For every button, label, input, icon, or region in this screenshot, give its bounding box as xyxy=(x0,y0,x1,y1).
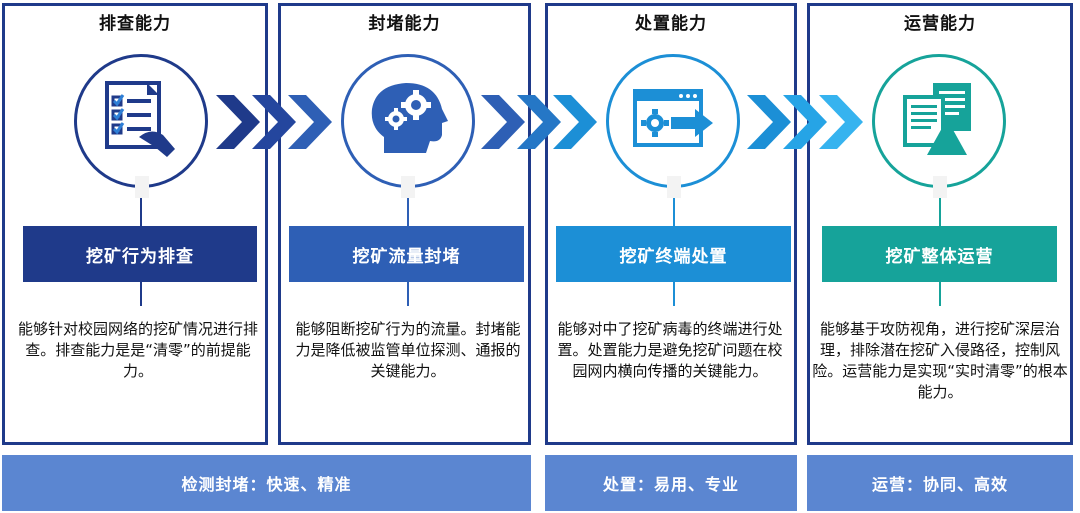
stage-title: 封堵能力 xyxy=(368,14,441,34)
flow-arrow-chevrons xyxy=(216,95,332,149)
stage-title: 运营能力 xyxy=(904,14,976,34)
connector-line xyxy=(407,188,409,226)
connector-line xyxy=(673,188,675,226)
footer-summary-disposal: 处置：易用、专业 xyxy=(545,455,797,511)
stage-icon-circle xyxy=(872,54,1006,188)
checklist-icon xyxy=(105,81,175,157)
footer-summary-detection-blocking: 检测封堵：快速、精准 xyxy=(2,455,531,511)
footer-summary-operation: 运营：协同、高效 xyxy=(807,455,1073,511)
stage-label: 挖矿流量封堵 xyxy=(289,226,524,282)
stage-description: 能够阻断挖矿行为的流量。封堵能力是降低被监管单位探测、通报的关键能力。 xyxy=(295,320,521,380)
connector-line xyxy=(140,188,142,226)
stage-icon-circle xyxy=(74,54,208,188)
browser-gear-icon xyxy=(633,89,713,147)
connector-line xyxy=(673,282,675,306)
circle-tab xyxy=(933,176,947,198)
stage-description: 能够基于攻防视角，进行挖矿深层治理，排除潜在挖矿入侵路径，控制风险。运营能力是实… xyxy=(812,320,1068,401)
circle-tab xyxy=(135,176,149,198)
stage-description: 能够对中了挖矿病毒的终端进行处置。处置能力是避免挖矿问题在校园网内横向传播的关键… xyxy=(557,320,783,380)
stage-title: 处置能力 xyxy=(635,14,707,34)
stage-panel-blocking: 封堵能力 xyxy=(278,3,531,445)
flow-arrow-chevrons xyxy=(481,95,597,149)
flow-arrow-chevrons xyxy=(747,95,863,149)
stage-title: 排查能力 xyxy=(99,14,171,34)
head-gears-icon xyxy=(371,83,448,153)
stage-label: 挖矿终端处置 xyxy=(556,226,791,282)
connector-line xyxy=(939,282,941,306)
circle-tab xyxy=(401,176,415,198)
connector-line xyxy=(140,282,142,306)
stage-label: 挖矿行为排查 xyxy=(23,226,257,282)
circle-tab xyxy=(667,176,681,198)
documents-triangle-icon xyxy=(903,83,971,155)
stage-description: 能够针对校园网络的挖矿情况进行排查。排查能力是是“清零”的前提能力。 xyxy=(18,320,259,380)
stage-icon-circle xyxy=(341,54,475,188)
stage-label: 挖矿整体运营 xyxy=(822,226,1057,282)
stage-icon-circle xyxy=(606,54,740,188)
connector-line xyxy=(939,188,941,226)
connector-line xyxy=(407,282,409,306)
